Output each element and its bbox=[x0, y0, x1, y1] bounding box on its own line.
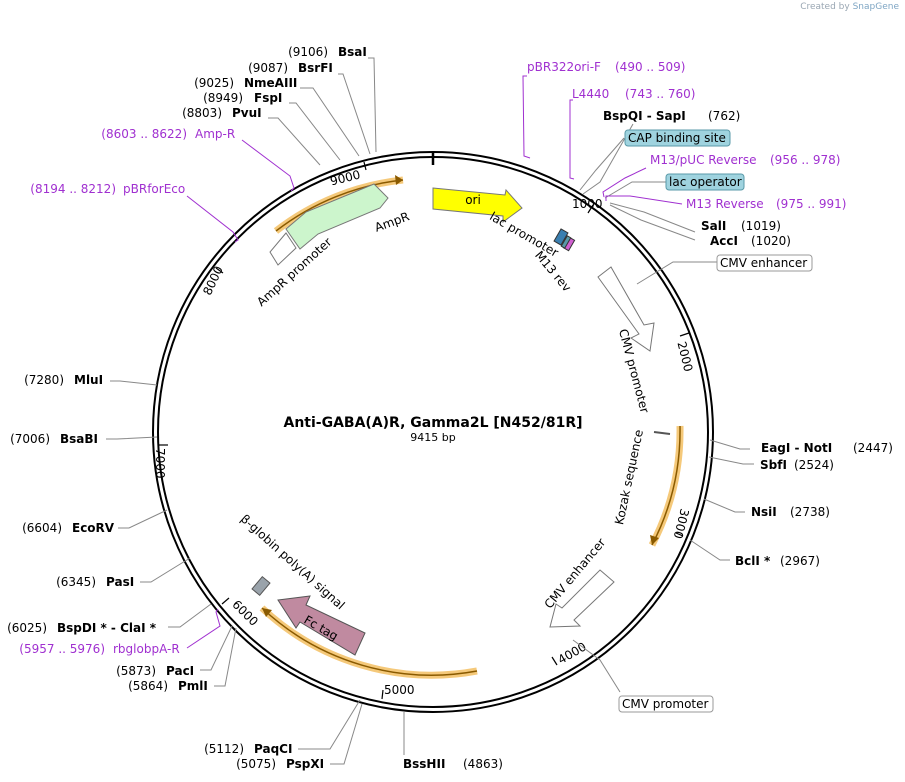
ori-label: ori bbox=[465, 193, 481, 207]
enzyme-bsrfi[interactable]: BsrFI bbox=[298, 61, 333, 75]
primer-pbrforeco[interactable]: pBRforEco bbox=[123, 182, 185, 196]
ruler-5000: 5000 bbox=[384, 683, 415, 697]
enzyme-pos-fspi: (8949) bbox=[203, 91, 243, 105]
primer-range-pbr322ori-f: (490 .. 509) bbox=[615, 60, 685, 74]
ampr-label: AmpR bbox=[373, 209, 411, 234]
primer-range-m13-puc-reverse: (956 .. 978) bbox=[770, 153, 840, 167]
enzyme-bcli[interactable]: BclI * bbox=[735, 554, 771, 568]
primer-amp-r[interactable]: Amp-R bbox=[195, 127, 235, 141]
enzyme-nsii[interactable]: NsiI bbox=[751, 505, 777, 519]
enzyme-mlui[interactable]: MluI bbox=[74, 373, 103, 387]
enzyme-pos-bcli: (2967) bbox=[780, 554, 820, 568]
primer-range-rbglobpa-r: (5957 .. 5976) bbox=[19, 642, 105, 656]
enzyme-bspqi-sapi[interactable]: BspQI - SapI bbox=[603, 109, 686, 123]
ruler-ticks bbox=[159, 161, 690, 700]
ruler-1000: 1000 bbox=[572, 197, 603, 211]
primer-m13-puc-reverse[interactable]: M13/pUC Reverse bbox=[650, 153, 757, 167]
ruler-7000: 7000 bbox=[153, 448, 167, 479]
enzyme-pos-paci: (5873) bbox=[116, 664, 156, 678]
cmv-promoter-box-label: CMV promoter bbox=[622, 697, 709, 711]
enzyme-pos-sbfi: (2524) bbox=[794, 458, 834, 472]
primer-range-pbrforeco: (8194 .. 8212) bbox=[30, 182, 116, 196]
credit-prefix: Created by bbox=[800, 2, 850, 12]
enzyme-pos-pspxi: (5075) bbox=[236, 757, 276, 771]
primer-rbglobpa-r[interactable]: rbglobpA-R bbox=[113, 642, 180, 656]
enzyme-pos-paqci: (5112) bbox=[204, 742, 244, 756]
primer-range-m13-reverse: (975 .. 991) bbox=[776, 197, 846, 211]
enzyme-pos-acci: (1020) bbox=[751, 234, 791, 248]
primer-lines bbox=[186, 75, 683, 649]
feature-ampr-promoter[interactable]: AmpR promoter bbox=[254, 232, 334, 309]
enzyme-lines bbox=[106, 57, 754, 765]
enzyme-nmeaiii[interactable]: NmeAIII bbox=[244, 76, 297, 90]
enzyme-pvui[interactable]: PvuI bbox=[232, 106, 262, 120]
cmv-promoter-box[interactable]: CMV promoter bbox=[618, 695, 714, 713]
enzyme-fspi[interactable]: FspI bbox=[254, 91, 282, 105]
enzyme-pos-bsshii: (4863) bbox=[463, 757, 503, 771]
primer-l4440[interactable]: L4440 bbox=[572, 87, 609, 101]
enzyme-labels: (9106) BsaI (9087) BsrFI (9025) NmeAIII … bbox=[7, 45, 893, 771]
enzyme-pmli[interactable]: PmlI bbox=[178, 679, 208, 693]
enzyme-pos-sali: (1019) bbox=[741, 219, 781, 233]
enzyme-pos-pasi: (6345) bbox=[56, 575, 96, 589]
credit-brand: SnapGene bbox=[852, 2, 899, 12]
feature-ori[interactable]: ori bbox=[432, 187, 523, 223]
cmv-enhancer-box-label: CMV enhancer bbox=[720, 256, 807, 270]
enzyme-paqci[interactable]: PaqCI bbox=[254, 742, 292, 756]
cap-binding-site-box[interactable]: CAP binding site bbox=[624, 129, 731, 147]
cmv-enhancer-box[interactable]: CMV enhancer bbox=[716, 254, 813, 272]
lac-operator-label: lac operator bbox=[669, 175, 742, 189]
betaglobin-label: β-globin poly(A) signal bbox=[238, 512, 348, 613]
enzyme-ecorv[interactable]: EcoRV bbox=[72, 521, 115, 535]
enzyme-paci[interactable]: PacI bbox=[166, 664, 194, 678]
enzyme-pos-bsai: (9106) bbox=[288, 45, 328, 59]
primer-m13-reverse[interactable]: M13 Reverse bbox=[686, 197, 764, 211]
primer-labels: pBR322ori-F (490 .. 509) L4440 (743 .. 7… bbox=[19, 60, 846, 656]
feature-lac-boxes[interactable] bbox=[553, 228, 576, 252]
cap-binding-site-label: CAP binding site bbox=[628, 131, 726, 145]
enzyme-pos-ecorv: (6604) bbox=[22, 521, 62, 535]
enzyme-pos-pvui: (8803) bbox=[182, 106, 222, 120]
enzyme-bsai[interactable]: BsaI bbox=[338, 45, 367, 59]
enzyme-pos-bsabi: (7006) bbox=[10, 432, 50, 446]
enzyme-pspxi[interactable]: PspXI bbox=[286, 757, 324, 771]
enzyme-bsshii[interactable]: BssHII bbox=[403, 757, 445, 771]
enzyme-pos-nmeaiii: (9025) bbox=[194, 76, 234, 90]
feature-cmv-enhancer-bottom[interactable] bbox=[549, 569, 615, 628]
primer-pbr322ori-f[interactable]: pBR322ori-F bbox=[527, 60, 601, 74]
ruler-2000: 2000 bbox=[674, 340, 695, 373]
enzyme-eagi-noti[interactable]: EagI - NotI bbox=[761, 441, 832, 455]
orf-arcs bbox=[259, 175, 684, 679]
feature-cmv-enhancer-top[interactable] bbox=[597, 266, 655, 352]
plasmid-name: Anti-GABA(A)R, Gamma2L [N452/81R] bbox=[283, 415, 582, 431]
enzyme-acci[interactable]: AccI bbox=[710, 234, 738, 248]
enzyme-pos-bspdi-clai: (6025) bbox=[7, 621, 47, 635]
snapgene-credit: Created by SnapGene bbox=[800, 2, 899, 12]
lac-promoter-label: lac promoter bbox=[487, 209, 561, 260]
enzyme-pasi[interactable]: PasI bbox=[106, 575, 134, 589]
primer-range-amp-r: (8603 .. 8622) bbox=[101, 127, 187, 141]
kozak-label: Kozak sequence bbox=[612, 428, 646, 526]
enzyme-pos-bsrfi: (9087) bbox=[248, 61, 288, 75]
enzyme-pos-nsii: (2738) bbox=[790, 505, 830, 519]
kozak-mark bbox=[653, 431, 671, 435]
enzyme-sali[interactable]: SalI bbox=[701, 219, 726, 233]
primer-range-l4440: (743 .. 760) bbox=[625, 87, 695, 101]
plasmid-size: 9415 bp bbox=[410, 431, 455, 444]
lac-operator-box[interactable]: lac operator bbox=[665, 173, 745, 191]
enzyme-bsabi[interactable]: BsaBI bbox=[60, 432, 98, 446]
enzyme-sbfi[interactable]: SbfI bbox=[760, 458, 787, 472]
enzyme-pos-mlui: (7280) bbox=[24, 373, 64, 387]
feature-betaglobin-box[interactable] bbox=[251, 575, 271, 597]
enzyme-pos-eagi-noti: (2447) bbox=[853, 441, 893, 455]
enzyme-pos-pmli: (5864) bbox=[128, 679, 168, 693]
ruler-6000: 6000 bbox=[229, 597, 260, 628]
enzyme-pos-bspqi-sapi: (762) bbox=[708, 109, 740, 123]
enzyme-bspdi-clai[interactable]: BspDI * - ClaI * bbox=[57, 621, 157, 635]
